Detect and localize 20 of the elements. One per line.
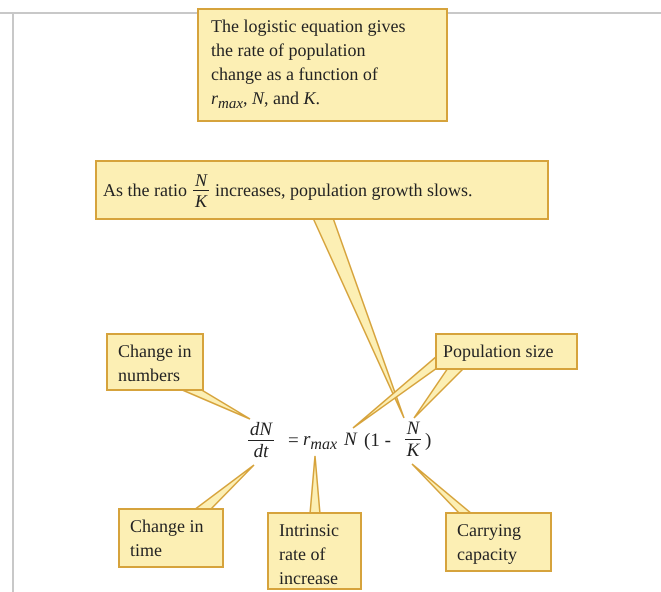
callout-text: As the ratio [103, 179, 187, 202]
equation-symbol: = [288, 429, 299, 453]
callout-text: The logistic equation gives the rate of population change as a function of r$_{max}$, N, and K. [197, 8, 448, 122]
fraction: N K [192, 170, 209, 210]
equation-symbol: (1 - [364, 429, 391, 453]
equation-symbol: r$_{max}$ [303, 428, 343, 456]
fraction: N K [401, 418, 425, 464]
leader-line [352, 354, 438, 429]
callout-text: increases, population growth slows. [215, 179, 472, 202]
leader-line [309, 455, 321, 515]
equation-symbol: ) [425, 429, 432, 453]
callout-text: Carrying capacity [445, 512, 552, 572]
callout-text: Intrinsic rate of increase [267, 512, 362, 590]
equation-symbol: N [344, 428, 361, 452]
fraction: dN dt [244, 419, 278, 465]
leader-line [413, 367, 466, 419]
callout-box [95, 160, 549, 220]
callout-text: Change in numbers [106, 333, 204, 391]
callout-text: Population size [435, 333, 578, 370]
leader-line [312, 217, 405, 419]
